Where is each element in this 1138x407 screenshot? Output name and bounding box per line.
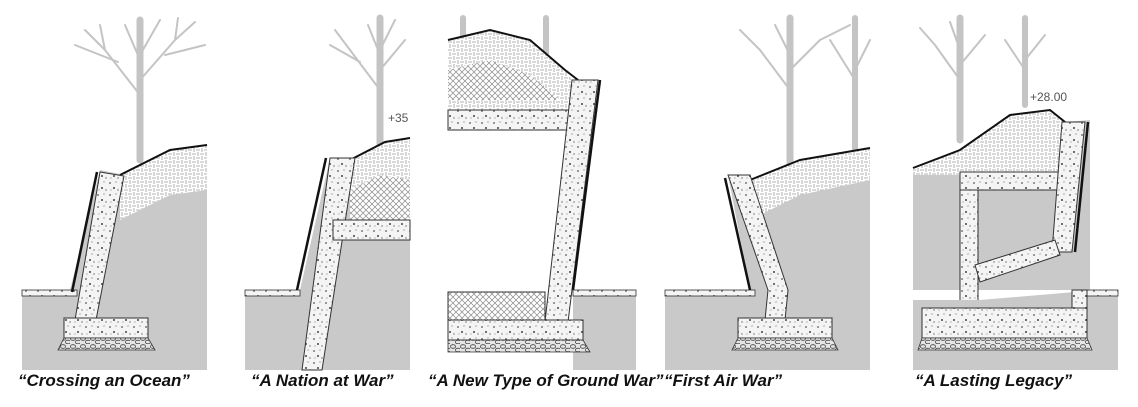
caption-panel-2: “A Nation at War”: [251, 371, 394, 390]
soil-fill: [750, 148, 870, 215]
roof-slab: [332, 219, 411, 241]
column: [959, 189, 979, 309]
panel-crossing-an-ocean: [21, 16, 208, 370]
panel-a-new-type-of-ground-war: [447, 15, 637, 370]
retaining-wall: [1051, 121, 1086, 253]
panel-a-lasting-legacy: +28.00: [912, 14, 1119, 370]
panel-a-nation-at-war: +35: [244, 14, 411, 371]
tree-icon: [919, 14, 1046, 144]
footing: [921, 307, 1088, 339]
soil-fill: [913, 110, 1065, 175]
tree-icon: [74, 16, 206, 164]
elevation-label: +28.00: [1030, 90, 1067, 104]
earth-block: [447, 291, 546, 323]
gravel-bed: [447, 339, 591, 353]
caption-panel-1: “Crossing an Ocean”: [18, 371, 190, 390]
roof-slab: [959, 171, 1059, 191]
panel-first-air-war: [664, 14, 871, 370]
caption-panel-5: “A Lasting Legacy”: [915, 371, 1073, 390]
ramp-slab: [974, 239, 1061, 283]
gravel-bed: [917, 337, 1093, 351]
footing: [737, 317, 833, 339]
gravel-bed: [731, 337, 839, 351]
footing: [447, 319, 584, 341]
elevation-label: +35: [388, 111, 409, 125]
tree-icon: [739, 14, 871, 169]
tree-icon: [329, 14, 406, 154]
retaining-wall: [301, 157, 356, 371]
ground-mass: [22, 145, 207, 370]
roof-slab: [447, 109, 573, 131]
gravel-bed: [57, 337, 156, 351]
caption-panel-3: “A New Type of Ground War”: [428, 371, 664, 390]
caption-panel-4: “First Air War”: [664, 371, 783, 390]
soil-fill: [120, 145, 207, 220]
footing: [63, 317, 149, 339]
